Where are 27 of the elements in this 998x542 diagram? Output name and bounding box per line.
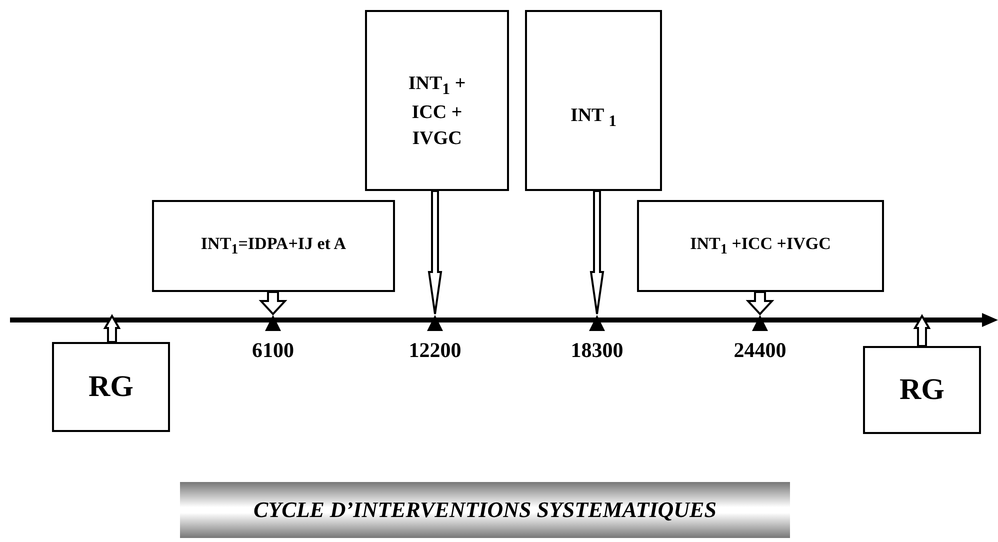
box-label: INT$_{1}$ + ICC + IVGC bbox=[407, 72, 467, 152]
tick-mark bbox=[589, 314, 605, 331]
block-arrow bbox=[428, 190, 442, 315]
block-arrow bbox=[103, 314, 121, 343]
milestone-value: 12200 bbox=[408, 338, 462, 362]
tick-mark bbox=[752, 314, 768, 331]
box-label: RG bbox=[88, 368, 134, 405]
revision-box bbox=[863, 346, 981, 434]
intervention-box bbox=[365, 10, 509, 191]
milestone-value: 24400 bbox=[732, 338, 788, 362]
block-arrow bbox=[258, 291, 288, 316]
title: CYCLE D’INTERVENTIONS SYSTEMATIQUES bbox=[254, 497, 716, 523]
intervention-box bbox=[637, 200, 884, 292]
tick-mark bbox=[265, 314, 281, 331]
intervention-box bbox=[525, 10, 662, 191]
tick-mark bbox=[427, 314, 443, 331]
box-label: INT$_{1}$=IDPA+IJ et A bbox=[200, 232, 346, 260]
milestone-value: 18300 bbox=[570, 338, 624, 362]
block-arrow bbox=[590, 190, 604, 315]
box-label: INT$_{1}$ +ICC +IVGC bbox=[690, 232, 831, 260]
block-arrow bbox=[746, 291, 774, 316]
box-label: RG bbox=[900, 372, 944, 408]
milestone-value: 6100 bbox=[251, 338, 295, 362]
box-label: INT $_{1}$ bbox=[570, 104, 617, 132]
intervention-box bbox=[152, 200, 395, 292]
revision-box bbox=[52, 342, 170, 432]
block-arrow bbox=[913, 314, 931, 347]
